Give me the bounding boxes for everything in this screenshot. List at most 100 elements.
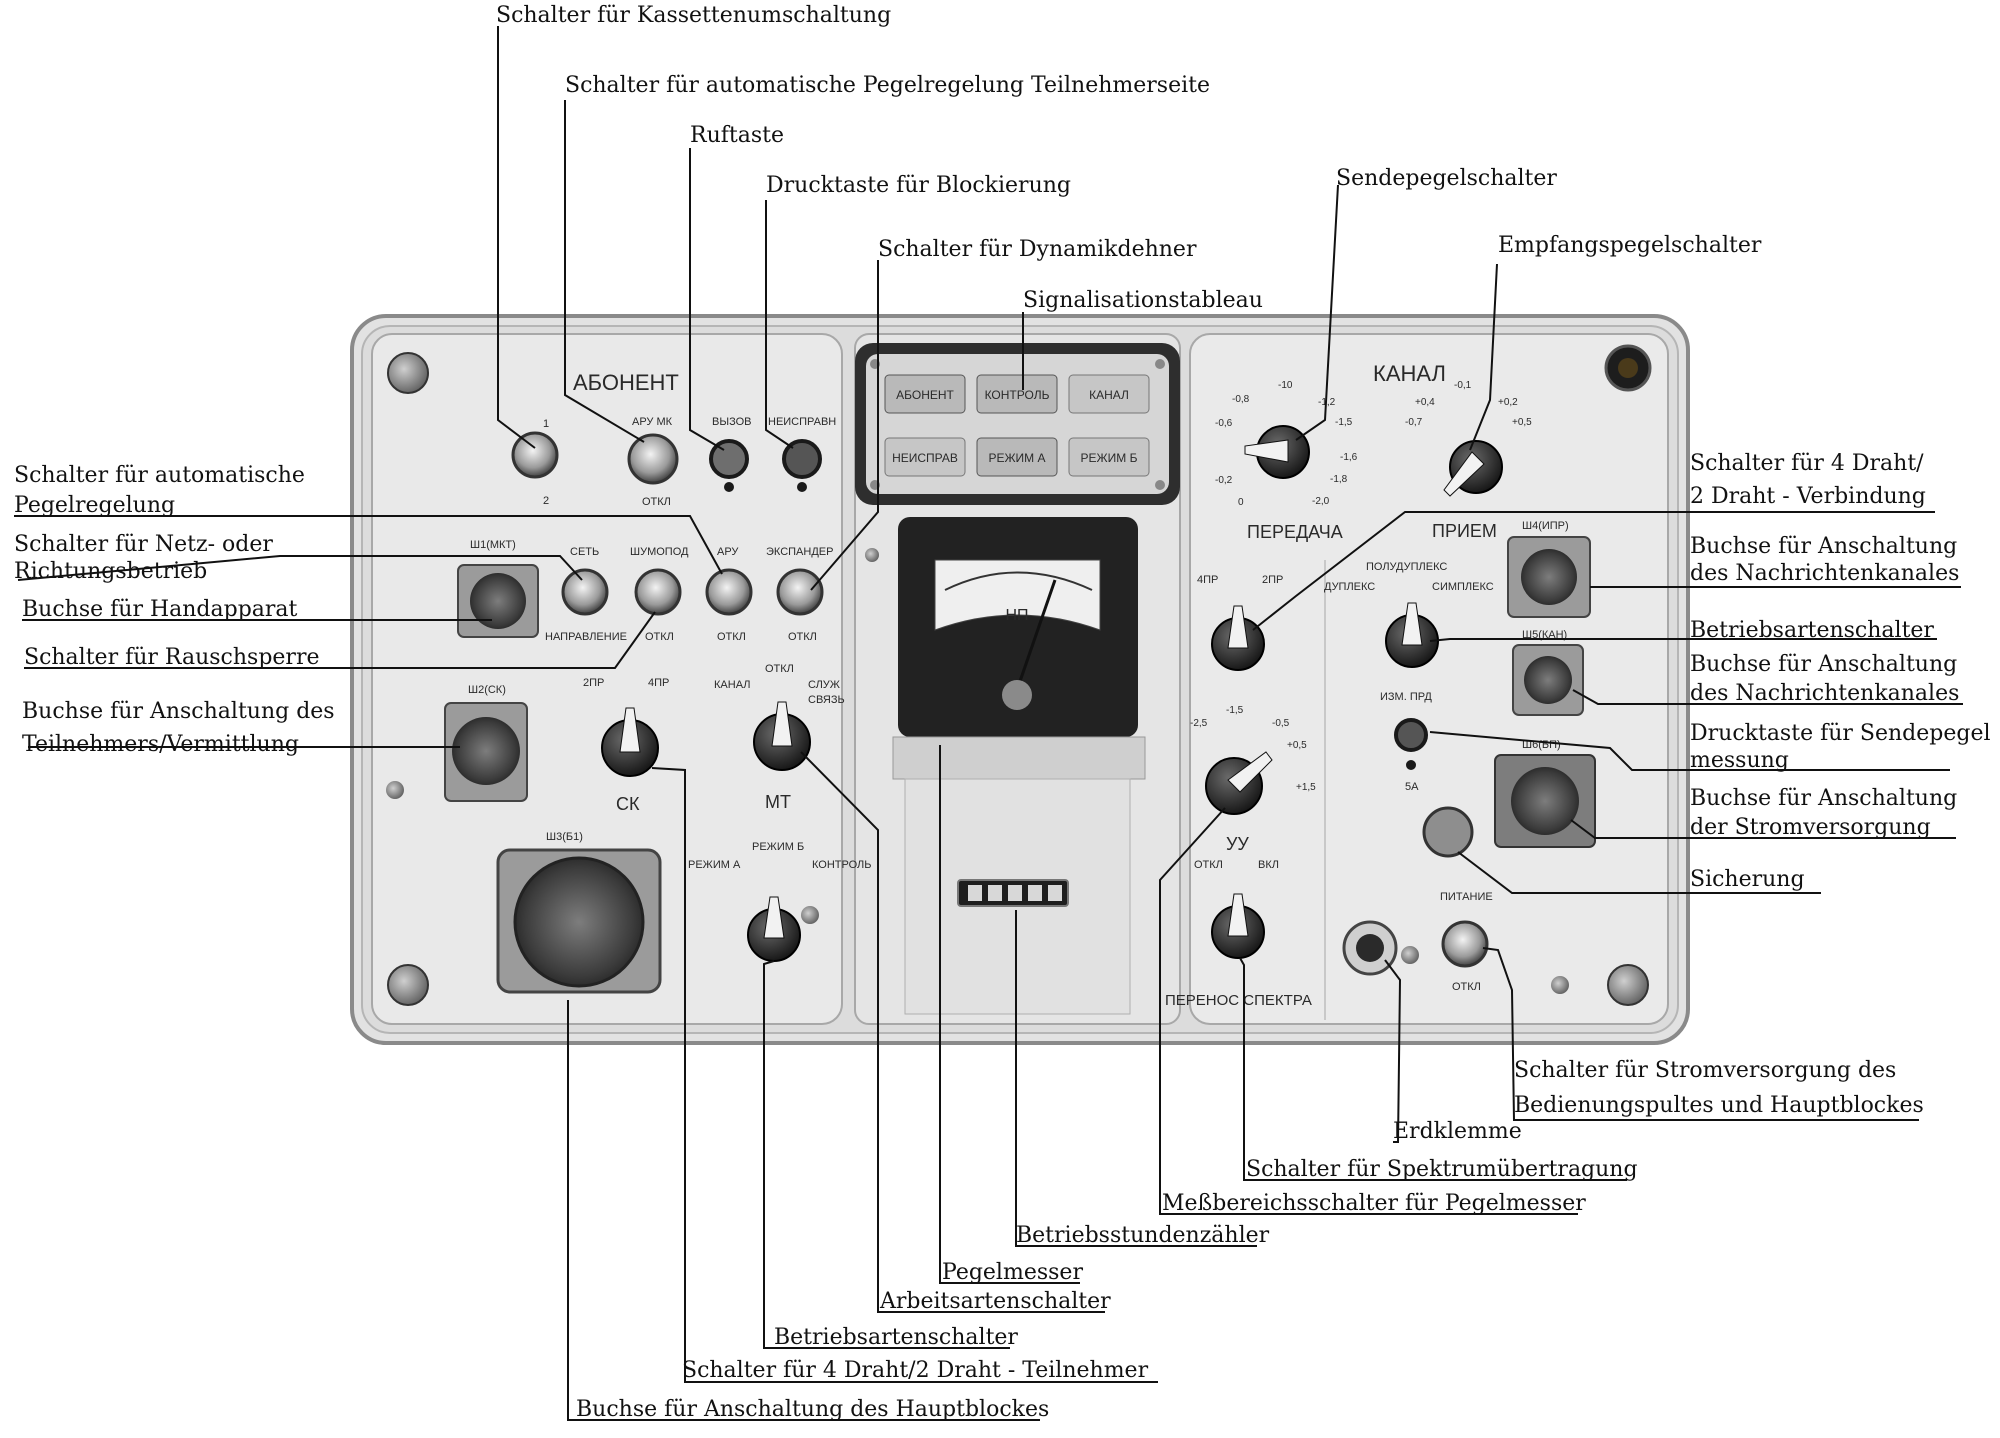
leader-line xyxy=(763,960,1010,1349)
callout-label: Buchse für Handapparat xyxy=(22,597,298,622)
switch-label: ПЕРЕНОС СПЕКТРА xyxy=(1165,992,1312,1009)
leader-line xyxy=(1570,819,1956,839)
fuse[interactable] xyxy=(1422,806,1474,858)
tableau-lamp-rezhim-b xyxy=(1068,437,1150,477)
leader-line xyxy=(1239,957,1627,1181)
leader-line xyxy=(939,745,1080,1284)
callout-label: Schalter für Dynamikdehner xyxy=(878,237,1197,262)
switch-label: 2ПР xyxy=(583,677,604,689)
scale-label: -0,2 xyxy=(1215,475,1233,486)
callout-label: Erdklemme xyxy=(1393,1119,1522,1144)
callout-label: Pegelmesser xyxy=(942,1260,1083,1285)
callout-label: Schalter für 4 Draht/ xyxy=(1690,451,1924,476)
callout-label: Schalter für Spektrumübertragung xyxy=(1246,1157,1638,1182)
network-direction-switch[interactable] xyxy=(561,568,609,616)
tableau-lamp-kontrol xyxy=(976,374,1058,414)
agc-subscriber-switch[interactable] xyxy=(627,433,679,485)
scale-label: -2,0 xyxy=(1312,496,1330,507)
leader-line xyxy=(1469,263,1498,451)
switch-label: ЭКСПАНДЕР xyxy=(766,546,833,558)
tableau-label: НЕИСПРАВ xyxy=(892,451,958,465)
scale-label: -0,5 xyxy=(1272,718,1290,729)
block-button[interactable] xyxy=(782,439,822,479)
tableau-label: РЕЖИМ А xyxy=(988,451,1045,465)
switch-label: 4ПР xyxy=(648,677,669,689)
switch-label: 2ПР xyxy=(1262,574,1283,586)
callout-label: Drucktaste für Blockierung xyxy=(766,173,1071,198)
leader-line xyxy=(1572,689,1963,705)
leader-line xyxy=(810,260,879,591)
kanal-section xyxy=(1189,333,1669,1025)
leader-line xyxy=(1159,807,1578,1215)
scale-label: -0,8 xyxy=(1232,394,1250,405)
callout-label: Richtungsbetrieb xyxy=(14,559,207,584)
callout-label: Signalisationstableau xyxy=(1023,288,1263,313)
tableau-lamp-neisprav xyxy=(884,437,966,477)
leader-line xyxy=(1384,959,1402,1143)
callout-label: Schalter für Kassettenumschaltung xyxy=(496,3,891,28)
leader-line xyxy=(765,200,794,449)
scale-label: -1,5 xyxy=(1335,417,1353,428)
tableau-label: КАНАЛ xyxy=(1089,388,1129,402)
callout-label: Buchse für Anschaltung des xyxy=(22,699,335,724)
switch-label: СК xyxy=(616,794,640,814)
leader-line xyxy=(800,751,1105,1313)
callout-label: 2 Draht - Verbindung xyxy=(1690,484,1926,509)
leader-line xyxy=(497,26,536,449)
agc-switch[interactable] xyxy=(705,568,753,616)
kanal-components: КАНАЛ -10 -0,8 -0,6 -1,2 -1,5 -1,6 -1,8 … xyxy=(1165,361,1596,1009)
switch-label: НЕИСПРАВН xyxy=(768,416,836,428)
switch-label: ИЗМ. ПРД xyxy=(1380,691,1432,703)
switch-label: ВЫЗОВ xyxy=(712,416,752,428)
switch-label: ПИТАНИЕ xyxy=(1440,891,1493,903)
callout-label: Sicherung xyxy=(1690,867,1805,892)
meter-label: НП xyxy=(1005,607,1028,624)
callout-label: Schalter für automatische Pegelregelung … xyxy=(565,73,1210,98)
leader-line xyxy=(1482,947,1919,1121)
screw-icon xyxy=(1551,976,1569,994)
switch-label: СВЯЗЬ xyxy=(808,694,845,706)
screw-icon xyxy=(387,964,429,1006)
cassette-switch[interactable] xyxy=(511,431,559,479)
screw-icon xyxy=(1607,964,1649,1006)
leader-line xyxy=(1252,511,1935,631)
switch-label: НАПРАВЛЕНИЕ xyxy=(545,631,627,643)
expander-switch[interactable] xyxy=(776,568,824,616)
scale-label: -1,5 xyxy=(1226,705,1244,716)
tableau-label: КОНТРОЛЬ xyxy=(985,388,1050,402)
switch-label: 1 xyxy=(543,418,549,430)
squelch-switch[interactable] xyxy=(634,568,682,616)
switch-label: АРУ xyxy=(717,546,739,558)
screw-icon xyxy=(865,548,879,562)
callout-label: des Nachrichtenkanales xyxy=(1690,561,1959,586)
tx-measure-button[interactable] xyxy=(1394,718,1428,752)
callout-label: Schalter für automatische xyxy=(14,463,305,488)
callout-label: Sendepegelschalter xyxy=(1336,166,1557,191)
power-switch[interactable] xyxy=(1441,920,1489,968)
leader-line xyxy=(17,555,583,581)
scale-label: +1,5 xyxy=(1296,782,1316,793)
switch-label: ОТКЛ xyxy=(765,663,794,675)
callout-label: Schalter für 4 Draht/2 Draht - Teilnehme… xyxy=(682,1358,1149,1383)
callout-label: Buchse für Anschaltung xyxy=(1690,786,1957,811)
hour-counter xyxy=(957,879,1069,907)
callout-label: Buchse für Anschaltung xyxy=(1690,534,1957,559)
tableau-lamp-abonent xyxy=(884,374,966,414)
switch-label: ДУПЛЕКС xyxy=(1324,581,1375,593)
switch-label: СЛУЖ xyxy=(808,679,840,691)
jack-label: Ш2(СК) xyxy=(468,684,506,696)
call-button[interactable] xyxy=(709,439,749,479)
fuse-label: 5А xyxy=(1405,781,1419,793)
switch-label: КОНТРОЛЬ xyxy=(812,859,871,871)
jack-label: Ш1(МКТ) xyxy=(470,539,516,551)
abonent-components: АБОНЕНТ 1 2 АРУ МК ОТКЛ ВЫЗОВ НЕИСПРАВН … xyxy=(444,370,871,994)
switch-label: 4ПР xyxy=(1197,574,1218,586)
switch-label: УУ xyxy=(1226,834,1249,854)
callout-label: Schalter für Netz- oder xyxy=(14,532,273,557)
switch-label: ПОЛУДУПЛЕКС xyxy=(1366,561,1447,573)
screw-icon xyxy=(386,781,404,799)
switch-label: ОТКЛ xyxy=(717,631,746,643)
callout-label: Arbeitsartenschalter xyxy=(879,1289,1111,1314)
switch-label: ШУМОПОД xyxy=(630,546,689,558)
